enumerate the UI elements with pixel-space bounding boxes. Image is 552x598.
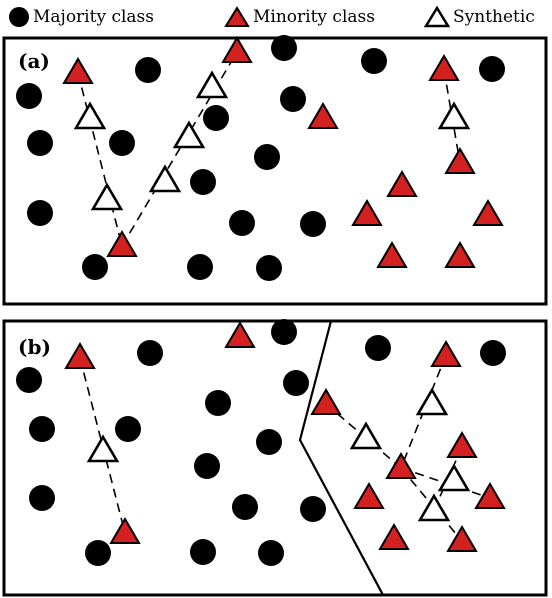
synthetic-point (415, 387, 449, 416)
minority-triangle-icon (224, 6, 250, 27)
panel-a-majority (16, 35, 505, 281)
minority-point (385, 452, 417, 479)
majority-point (229, 210, 255, 236)
majority-point (300, 211, 326, 237)
panel-b-synthetic (86, 387, 471, 522)
legend-synthetic-label: Synthetic (453, 7, 535, 27)
majority-point (82, 254, 108, 280)
minority-point (386, 170, 418, 197)
majority-dot-icon (9, 7, 29, 27)
majority-point (27, 200, 53, 226)
majority-point (232, 494, 258, 520)
synthetic-point (148, 164, 182, 193)
minority-point (472, 199, 504, 226)
link (77, 72, 123, 247)
majority-point (115, 416, 141, 442)
majority-point (29, 485, 55, 511)
minority-point (221, 36, 253, 63)
minority-point (109, 517, 141, 544)
synthetic-point (172, 120, 206, 149)
majority-point (190, 539, 216, 565)
majority-point (135, 57, 161, 83)
minority-point (446, 431, 478, 458)
minority-point (444, 241, 476, 268)
majority-point (190, 169, 216, 195)
synthetic-point (73, 101, 107, 130)
majority-point (187, 254, 213, 280)
majority-point (365, 335, 391, 361)
majority-point (137, 340, 163, 366)
panel-a-minority (62, 36, 504, 268)
panel-a-label: (a) (18, 49, 50, 73)
majority-point (29, 416, 55, 442)
minority-point (353, 482, 385, 509)
minority-point (474, 482, 506, 509)
minority-point (446, 525, 478, 552)
panel-b-label: (b) (18, 335, 51, 359)
minority-point (310, 388, 342, 415)
panel-a-frame (2, 36, 548, 306)
majority-point (16, 367, 42, 393)
majority-point (480, 340, 506, 366)
minority-point (430, 340, 462, 367)
legend-item-synthetic: Synthetic (424, 4, 535, 30)
majority-point (27, 130, 53, 156)
synthetic-point (90, 182, 124, 211)
synthetic-point (195, 70, 229, 99)
minority-point (444, 147, 476, 174)
synthetic-point (437, 463, 471, 492)
minority-point (224, 321, 256, 348)
majority-point (205, 390, 231, 416)
panel-b: (b) (2, 319, 548, 597)
panel-b-frame (2, 319, 548, 597)
majority-point (256, 429, 282, 455)
minority-point (62, 57, 94, 84)
majority-point (16, 83, 42, 109)
link (121, 51, 238, 247)
synthetic-point (86, 434, 120, 463)
majority-point (300, 496, 326, 522)
panel-a: (a) (2, 35, 548, 306)
smote-diagram: (a) (2, 35, 548, 597)
panel-b-minority (64, 321, 506, 552)
majority-point (254, 144, 280, 170)
synthetic-point (417, 493, 451, 522)
panel-a-synthetic (73, 70, 471, 211)
majority-point (283, 370, 309, 396)
legend-item-minority: Minority class (224, 4, 375, 30)
minority-point (307, 102, 339, 129)
majority-point (194, 453, 220, 479)
legend-item-majority: Majority class (8, 4, 154, 30)
minority-point (428, 54, 460, 81)
minority-point (351, 199, 383, 226)
majority-point (271, 319, 297, 345)
majority-point (203, 105, 229, 131)
synthetic-triangle-icon (424, 6, 450, 28)
legend-minority-label: Minority class (253, 7, 375, 27)
majority-point (256, 255, 282, 281)
majority-point (258, 540, 284, 566)
decision-boundary-line (298, 320, 384, 596)
panel-b-majority (16, 319, 506, 566)
legend-majority-label: Majority class (33, 7, 154, 27)
majority-point (85, 540, 111, 566)
minority-point (376, 241, 408, 268)
majority-point (271, 35, 297, 61)
minority-point (106, 230, 138, 257)
minority-point (378, 523, 410, 550)
majority-point (280, 86, 306, 112)
majority-point (479, 56, 505, 82)
majority-point (361, 48, 387, 74)
synthetic-point (349, 421, 383, 450)
minority-point (64, 342, 96, 369)
legend: Majority class Minority class Synthetic (0, 0, 552, 34)
majority-point (109, 130, 135, 156)
synthetic-point (437, 101, 471, 130)
